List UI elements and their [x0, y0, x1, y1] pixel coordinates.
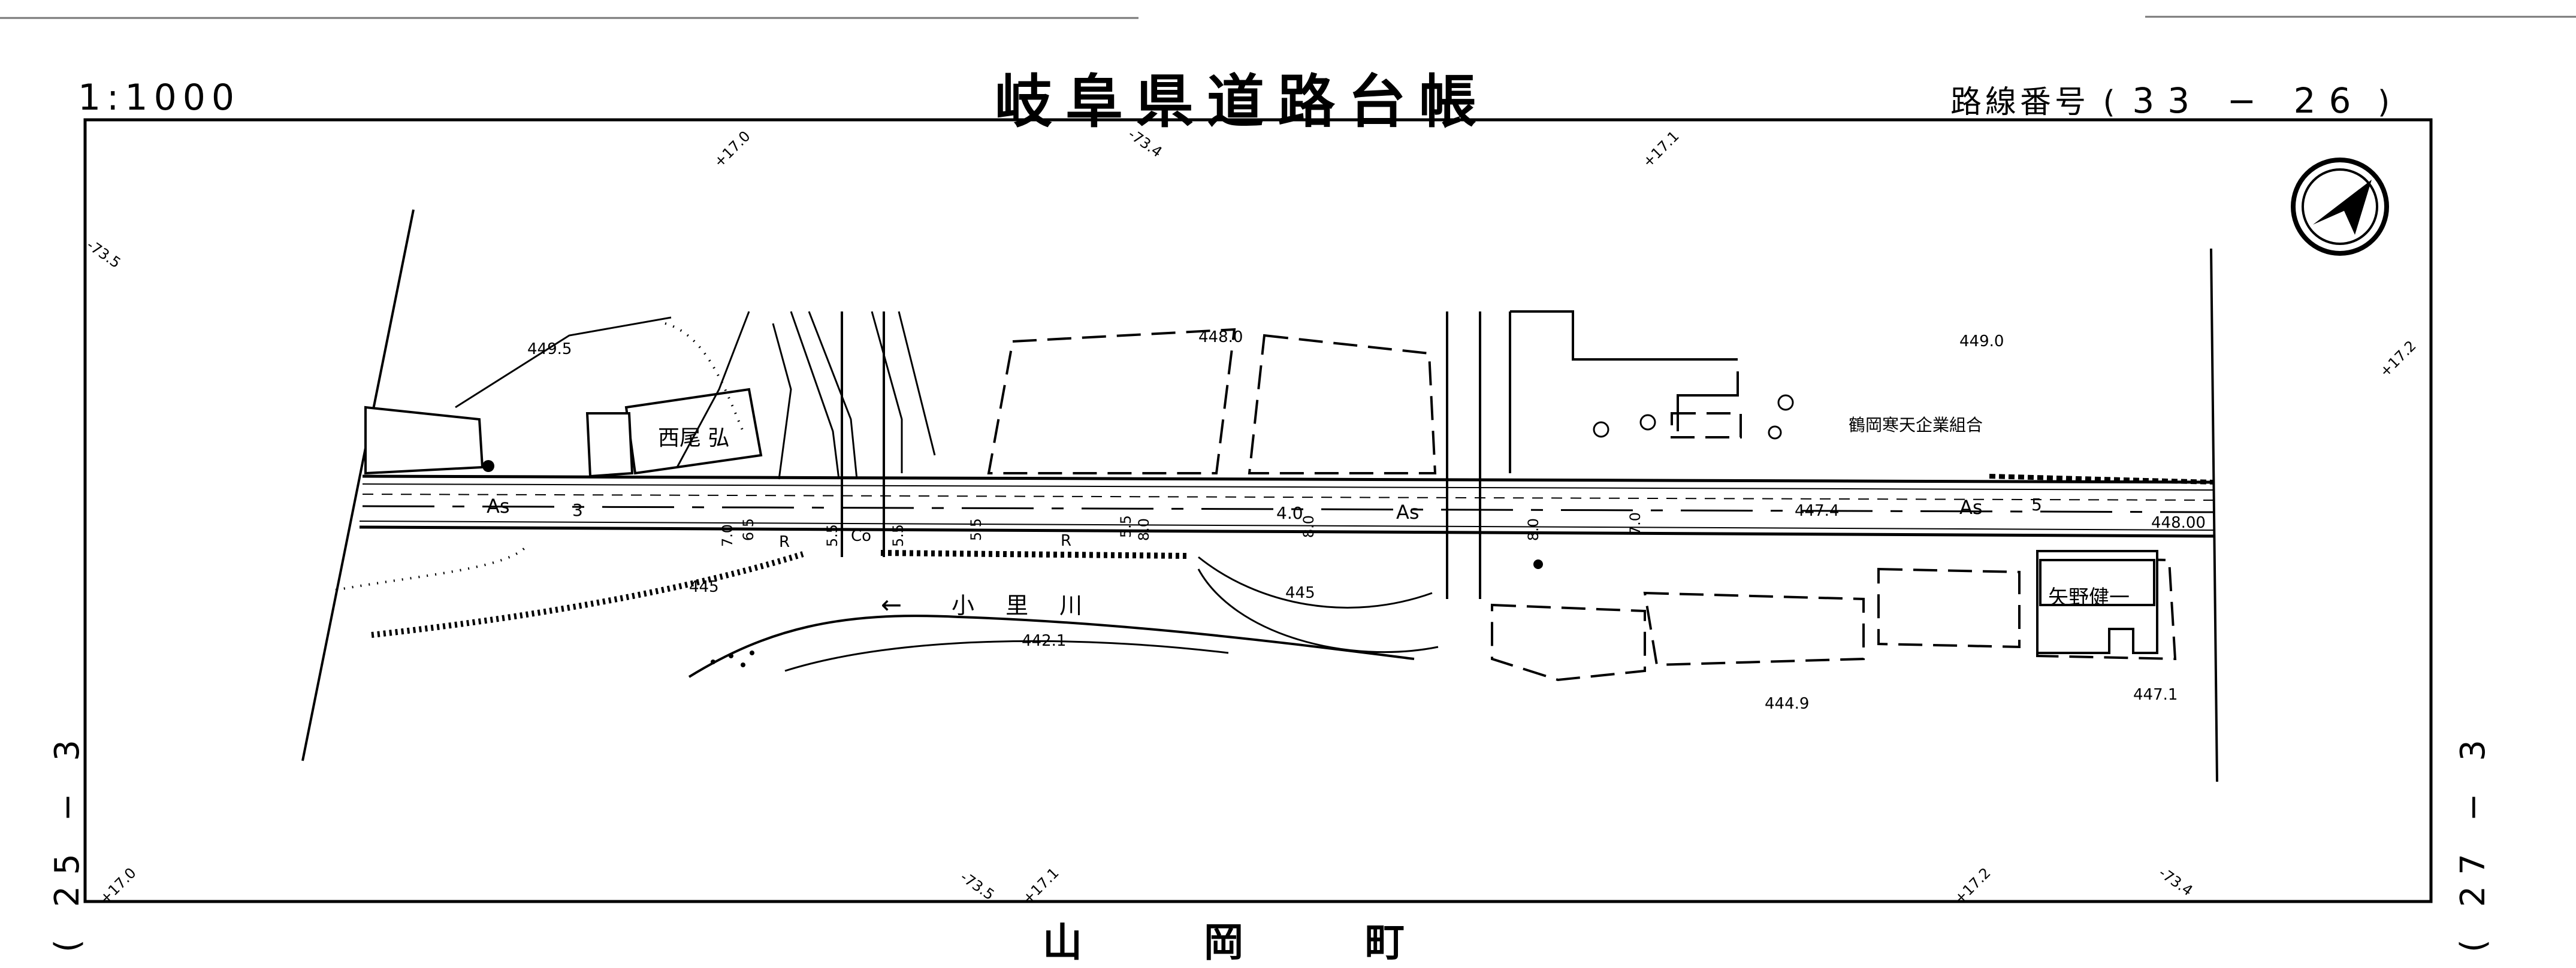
road-marker-r-west: R — [779, 533, 790, 551]
pavement-label-concrete: Co — [851, 527, 872, 545]
dim-label: 7.0 — [719, 524, 736, 547]
pavement-label-center: As — [1396, 501, 1420, 524]
page-title: 岐阜県道路台帳 — [995, 68, 1490, 135]
elevation-label: 445 — [689, 578, 719, 596]
elevation-label: 447.1 — [2133, 686, 2178, 704]
dim-label: 5.5 — [824, 524, 841, 547]
route-label: 路線番号 — [1950, 84, 2090, 120]
route-number-block: 路線番号 ( 33 − 26 ) — [1950, 77, 2393, 122]
road-prefectural — [359, 474, 2215, 559]
dim-label: 5.5 — [1118, 515, 1135, 539]
route-open-paren: ( — [2103, 84, 2119, 120]
road-width-3: 3 — [572, 500, 583, 520]
dim-label: 7.0 — [1627, 512, 1644, 536]
road-map-drawing — [0, 16, 2576, 903]
pavement-label-east: As — [1959, 496, 1983, 519]
route-close-paren: ) — [2377, 84, 2394, 120]
elevation-label: 445 — [1285, 584, 1315, 602]
pavement-label-west: As — [487, 495, 510, 518]
elevation-label: 448.00 — [2151, 514, 2206, 532]
river-ori — [371, 551, 1439, 678]
road-width-5: 5 — [2031, 495, 2042, 515]
north-arrow-icon — [2291, 158, 2389, 256]
elevation-label: 444.9 — [1765, 695, 1810, 713]
dim-label: 8.0 — [1136, 518, 1153, 542]
dim-label: 6.5 — [740, 518, 757, 542]
map-scale: 1:1000 — [78, 77, 241, 119]
map-frame — [83, 118, 2433, 903]
association-label: 鶴岡寒天企業組合 — [1849, 415, 1983, 435]
river-label: 小 里 川 — [952, 592, 1095, 619]
elevation-label: 442.1 — [1022, 632, 1067, 650]
owner-label-nishio: 西尾 弘 — [658, 426, 730, 450]
road-marker-r-east: R — [1061, 532, 1072, 550]
elevation-label: 447.4 — [1795, 502, 1840, 520]
dim-label: 4.0 — [1276, 503, 1303, 523]
dim-label: 8.0 — [1525, 518, 1542, 542]
river-flow-arrow: ← — [881, 590, 902, 619]
dim-label: 5.5 — [968, 518, 985, 542]
owner-label-yano: 矢野健一 — [2048, 586, 2130, 610]
elevation-label: 449.5 — [527, 340, 572, 358]
dim-label: 8.0 — [1300, 515, 1318, 539]
dim-label: 5.5 — [890, 524, 907, 547]
elevation-label: 448.0 — [1198, 328, 1243, 346]
route-number: 33 − 26 — [2132, 80, 2364, 121]
elevation-label: 449.0 — [1959, 332, 2004, 350]
